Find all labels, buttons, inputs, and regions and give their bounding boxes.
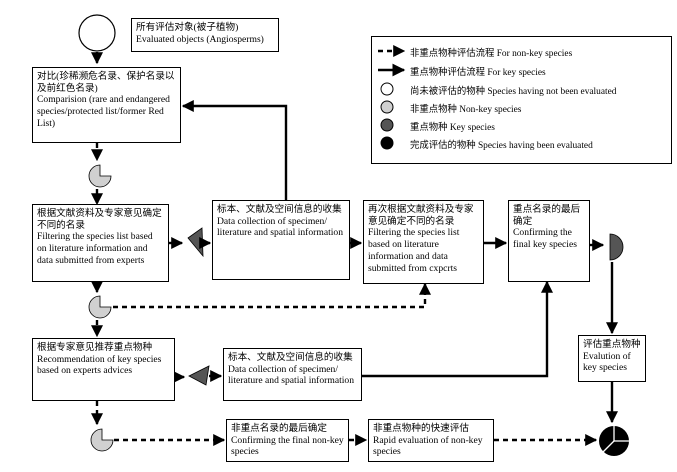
node-start-en: Evaluated objects (Angiosperms) (136, 33, 264, 45)
node-collect1-zh: 标本、文献及空间信息的收集 (217, 204, 342, 215)
node-rapid-eval-zh: 非重点物种的快速评估 (373, 423, 469, 434)
node-collect1-en: Data collection of specimen/ literature … (217, 215, 344, 239)
node-filter1-en: Filtering the species list based on lite… (37, 231, 153, 266)
node-collect2: 标本、文献及空间信息的收集 Data collection of specime… (223, 348, 362, 401)
node-final-key: 重点名录的最后确定 Confirming the final key speci… (508, 200, 590, 282)
final-evaluated-circle (599, 425, 629, 456)
legend-key-species: 重点物种 Key species (410, 123, 495, 133)
node-filter1-zh: 根据文献资料及专家意见确定不同的名录 (37, 208, 162, 231)
pie-nonkey-2 (88, 295, 112, 319)
node-compare: 对比(珍稀濒危名录、保护名录以及前红色名录) Comparision (rare… (32, 67, 181, 143)
node-confirm-nonkey-en: Confirming the final non-key species (231, 434, 344, 458)
node-eval-key: 评估重点物种 Evalution of key species (578, 335, 646, 382)
start-circle (78, 14, 116, 52)
node-compare-zh: 对比(珍稀濒危名录、保护名录以及前红色名录) (37, 71, 175, 94)
wedge-key-1 (187, 227, 204, 258)
edge-pie2-filter2 (113, 282, 431, 309)
node-filter2-en: Filtering the species list based on lite… (368, 227, 460, 274)
half-key-species (609, 233, 624, 261)
legend-not-evaluated: 尚未被评估的物种 Species having not been evaluat… (410, 87, 617, 97)
node-recommend: 根据专家意见推荐重点物种 Recommendation of key speci… (32, 338, 175, 401)
legend: 非重点物种评估流程 For non-key species 重点物种评估流程 F… (371, 36, 672, 164)
node-collect2-en: Data collection of specimen/ literature … (228, 363, 355, 387)
node-recommend-zh: 根据专家意见推荐重点物种 (37, 342, 153, 353)
edge-collect2-finalkey (362, 280, 553, 378)
node-collect1: 标本、文献及空间信息的收集 Data collection of specime… (212, 200, 350, 280)
node-eval-key-en: Evalution of key species (583, 350, 631, 374)
node-final-key-en: Confirming the final key species (513, 227, 577, 251)
node-compare-en: Comparision (rare and endangered species… (37, 94, 170, 129)
edge-collect1-compare (181, 100, 288, 200)
legend-evaluated: 完成评估的物种 Species having been evaluated (410, 141, 593, 151)
node-confirm-nonkey: 非重点名录的最后确定 Confirming the final non-key … (226, 419, 349, 462)
legend-key-flow: 重点物种评估流程 For key species (410, 68, 546, 78)
node-eval-key-zh: 评估重点物种 (583, 339, 641, 350)
node-filter2: 再次根据文献资料及专家意见确定不同的名录 Filtering the speci… (363, 200, 484, 284)
node-start: 所有评估对象(被子植物) Evaluated objects (Angiospe… (131, 18, 279, 52)
node-start-zh: 所有评估对象(被子植物) (136, 22, 239, 33)
pie-nonkey-1 (88, 164, 112, 188)
node-filter2-zh: 再次根据文献资料及专家意见确定不同的名录 (368, 204, 474, 227)
pie-nonkey-3 (90, 428, 114, 452)
node-confirm-nonkey-zh: 非重点名录的最后确定 (231, 423, 327, 434)
node-collect2-zh: 标本、文献及空间信息的收集 (228, 352, 353, 363)
legend-nonkey-species: 非重点物种 Non-key species (410, 105, 522, 115)
node-recommend-en: Recommendation of key species based on e… (37, 353, 162, 377)
node-rapid-eval: 非重点物种的快速评估 Rapid evaluation of non-key s… (368, 419, 494, 462)
legend-symbols (378, 45, 406, 150)
node-final-key-zh: 重点名录的最后确定 (513, 204, 581, 227)
legend-nonkey-flow: 非重点物种评估流程 For non-key species (410, 49, 573, 59)
node-rapid-eval-en: Rapid evaluation of non-key species (373, 434, 483, 458)
node-filter1: 根据文献资料及专家意见确定不同的名录 Filtering the species… (32, 204, 169, 282)
wedge-key-2 (188, 365, 210, 386)
